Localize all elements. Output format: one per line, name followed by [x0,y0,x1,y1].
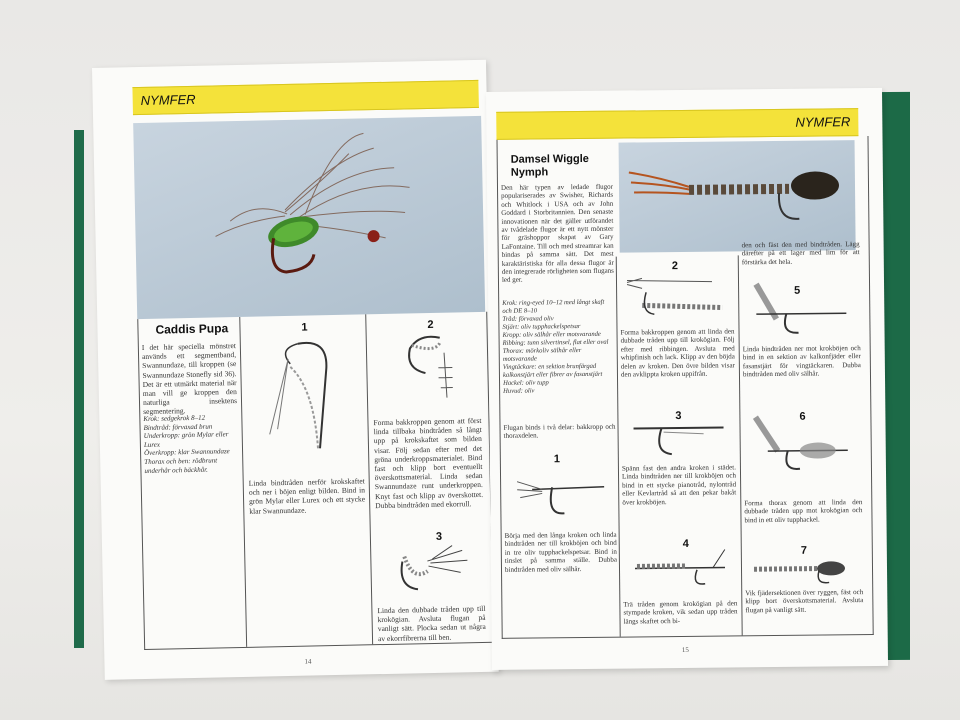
fly-illustration-caddis [215,132,410,274]
step-number: 3 [675,409,682,423]
material-line: Underkropp: grön Mylar eller Lurex [143,430,229,449]
material-line: Huvud: oliv [503,387,535,395]
right-page: NYMFER Damsel Wiggle Nymph Den här typen… [486,87,889,670]
materials-list: Krok: ring-eyed 10–12 med långt skaft oc… [502,299,615,396]
hook-diagram-r6 [752,415,848,470]
step-text-continued: den och fäst den med bindtråden. Lägg dä… [741,240,860,267]
left-page: NYMFER Caddis Pupa I det här speciella m… [92,59,499,680]
left-header-bar: NYMFER [132,79,479,116]
hook-diagram-r1 [516,481,605,515]
step-text: Linda bindtråden nerför krokskaftet och … [248,476,366,516]
step-number: 2 [427,318,434,332]
hook-diagram-r5 [753,282,847,334]
caddis-pupa-photo [133,115,486,320]
step-number: 7 [800,544,808,557]
page-number: 15 [681,645,689,654]
step-text: Spänn fast den andra kroken i städet. Li… [621,463,737,507]
book-cover-left-edge [74,130,84,648]
pattern-intro: I det här speciella mönstret används ett… [141,341,238,417]
hook-diagram-r3 [633,426,724,456]
pattern-title: Caddis Pupa [155,321,229,337]
step-text: Linda den dubbade tråden upp till krokög… [377,603,486,643]
material-line: Thorax: mörkoliv sälhår eller motsvarand… [502,347,582,363]
hook-diagram-1 [269,341,328,449]
step-text: Forma bakkroppen genom att först linda t… [373,415,484,510]
hook-diagram-2 [408,335,453,398]
material-line: Krok: ring-eyed 10–12 med långt skaft oc… [502,298,605,315]
pattern-intro-2: Flugan binds i två delar: bakkropp och t… [503,422,616,441]
hook-diagram-3 [400,545,468,591]
hook-diagram-r4 [634,549,726,585]
right-header-text: NYMFER [795,114,851,130]
material-line: Thorax och ben: rödbrunt underhår och bä… [144,456,218,475]
step-number: 1 [301,321,308,334]
step-text: Trä tråden genom krokögian på den stympa… [623,599,738,626]
left-header-text: NYMFER [140,91,196,108]
step-text: Linda bindtråden ner mot krokböjen och b… [742,344,861,379]
fly-illustration-damsel [628,171,839,220]
step-text: Forma bakkroppen genom att linda den dub… [620,327,735,379]
pattern-intro: Den här typen av ledade flugor popularis… [500,182,614,285]
step-text: Börja med den långa kroken och linda bin… [504,530,617,574]
step-number: 1 [553,453,561,466]
damsel-nymph-photo [618,140,856,253]
hook-diagram-r2 [626,277,723,315]
hook-diagram-r7 [753,561,846,584]
step-text: Vik fjädersektionen över ryggen, fäst oc… [745,588,864,615]
right-header-bar: NYMFER [496,108,859,140]
page-number: 14 [304,657,312,666]
materials-list: Krok: sedgekrok 8–12 Bindtråd: förvaxad … [143,413,240,475]
pattern-title: Damsel Wiggle Nymph [510,152,589,179]
step-text: Forma thorax genom att linda den dubbade… [744,498,863,525]
material-line: Vingtäckare: en sektion brunfärgad kalko… [502,362,603,379]
